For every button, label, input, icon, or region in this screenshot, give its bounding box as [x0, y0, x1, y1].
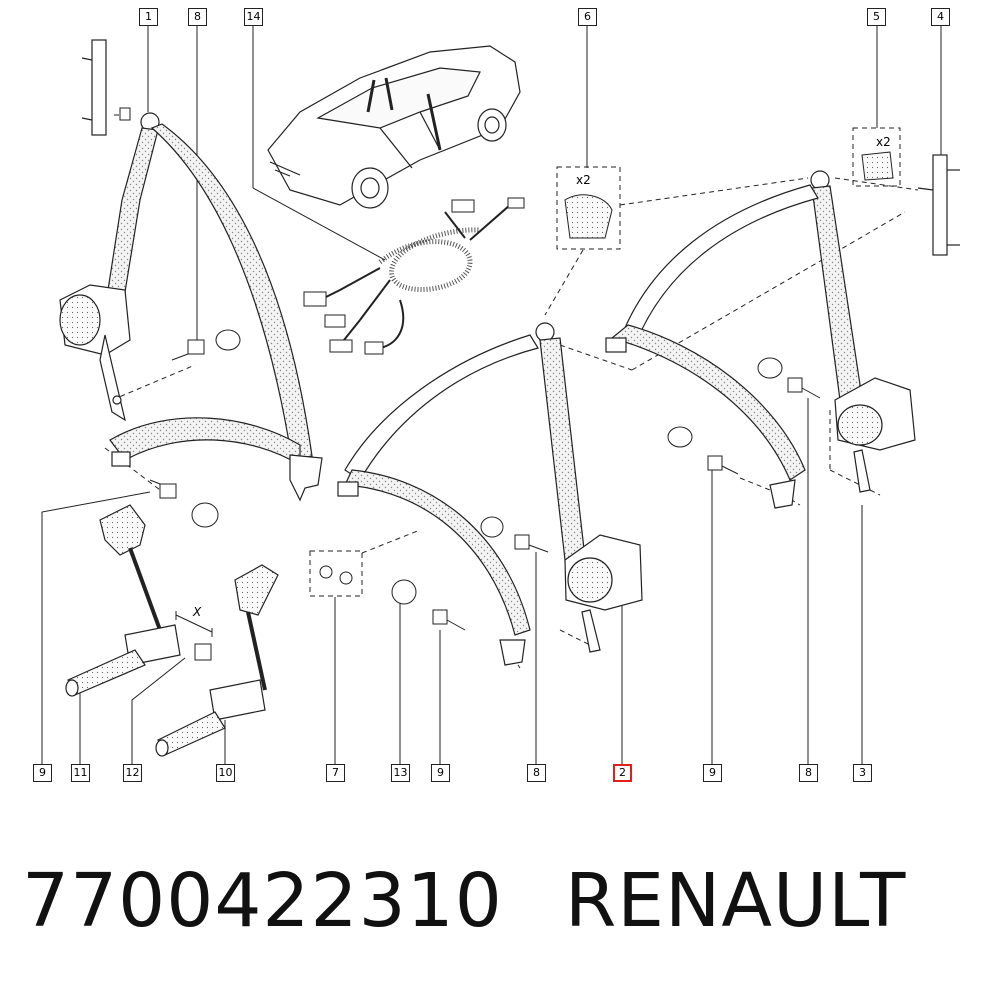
- brand-name: RENAULT: [564, 858, 907, 944]
- vehicle-outline: [267, 45, 521, 209]
- cap-icon: [215, 329, 241, 351]
- bolt-icon: [787, 377, 821, 399]
- callout-7[interactable]: 7: [326, 764, 345, 782]
- multiplier-label-6: x2: [576, 173, 591, 187]
- bolt-icon: [194, 643, 212, 661]
- callout-8[interactable]: 8: [188, 8, 207, 26]
- cap-icon: [667, 426, 693, 448]
- dimension-marker: [175, 611, 213, 637]
- multiplier-label-5: x2: [876, 135, 891, 149]
- callout-9[interactable]: 9: [33, 764, 52, 782]
- callout-14[interactable]: 14: [244, 8, 263, 26]
- leader-lines: [41, 25, 942, 765]
- bolt-icon: [171, 339, 205, 361]
- callout-1[interactable]: 1: [139, 8, 158, 26]
- front-belt-assembly-left: [59, 39, 323, 502]
- part-caption: 7700422310 RENAULT: [22, 858, 906, 944]
- guide-clip-kit-6: [556, 166, 621, 250]
- callout-4[interactable]: 4: [931, 8, 950, 26]
- callout-9[interactable]: 9: [703, 764, 722, 782]
- dimension-label: X: [192, 605, 202, 619]
- bolt-icon: [149, 479, 177, 499]
- buckle-assembly-10: [155, 564, 279, 757]
- bolt-icon: [707, 455, 739, 475]
- callout-2-highlighted[interactable]: 2: [613, 764, 632, 782]
- cap-icon: [191, 502, 219, 528]
- bolts-and-caps: [119, 107, 821, 661]
- height-adjuster-rail-right: [932, 154, 948, 256]
- part-number: 7700422310: [22, 858, 503, 944]
- callout-11[interactable]: 11: [71, 764, 90, 782]
- guide-clip-kit-5: [852, 127, 901, 187]
- callout-6[interactable]: 6: [578, 8, 597, 26]
- trim-clip-kit-7: [309, 550, 363, 597]
- callout-8[interactable]: 8: [799, 764, 818, 782]
- bolt-icon: [514, 534, 549, 553]
- front-belt-assembly-right: [605, 154, 960, 509]
- wiring-harness-icon: [303, 197, 525, 355]
- callout-3[interactable]: 3: [853, 764, 872, 782]
- height-adjuster-rail-left: [91, 39, 107, 136]
- buckle-assembly-11: [65, 504, 181, 697]
- cap-icon: [391, 579, 417, 605]
- callout-10[interactable]: 10: [216, 764, 235, 782]
- callout-5[interactable]: 5: [867, 8, 886, 26]
- rear-belt-assembly-center: [337, 322, 643, 666]
- bolt-icon: [432, 609, 466, 631]
- bolt-icon: [119, 107, 131, 121]
- callout-8[interactable]: 8: [527, 764, 546, 782]
- callout-9[interactable]: 9: [431, 764, 450, 782]
- cap-icon: [757, 357, 783, 379]
- cap-icon: [480, 516, 504, 538]
- callout-13[interactable]: 13: [391, 764, 410, 782]
- callout-12[interactable]: 12: [123, 764, 142, 782]
